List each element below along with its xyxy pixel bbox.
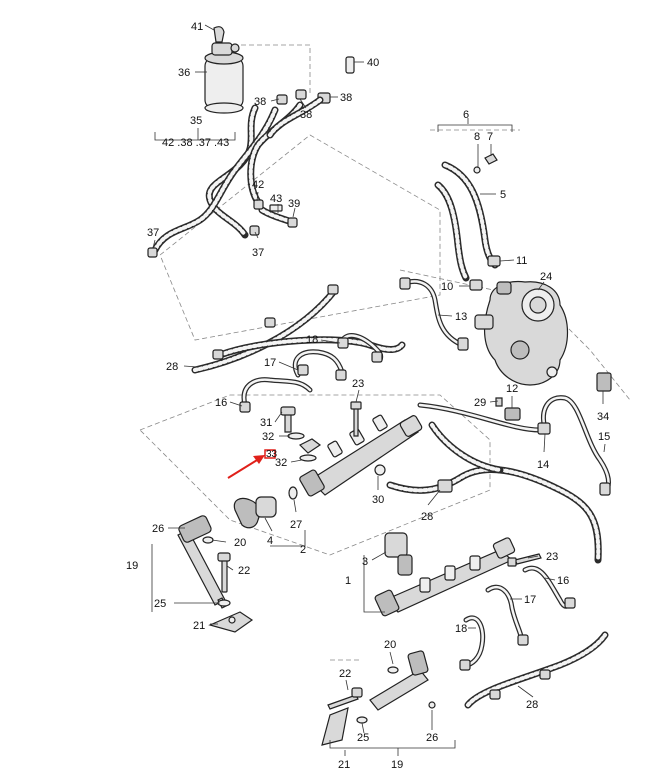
leak-off-hose-28 — [191, 284, 406, 374]
bolt-22-lower — [327, 687, 363, 710]
label-19-b: 19 — [391, 759, 403, 771]
label-43: 43 — [270, 193, 282, 205]
label-6: 6 — [463, 109, 469, 121]
label-28-c: 28 — [526, 699, 538, 711]
claw-21-upper — [208, 611, 254, 633]
label-38-a: 38 — [254, 96, 266, 108]
label-5: 5 — [500, 189, 506, 201]
label-4: 4 — [267, 535, 273, 547]
label-22-b: 22 — [339, 668, 351, 680]
label-26-b: 26 — [426, 732, 438, 744]
clip-40 — [345, 56, 355, 74]
label-28-a: 28 — [166, 361, 178, 373]
label-34: 34 — [597, 411, 609, 423]
seals-32 — [287, 432, 317, 462]
pipe-14-15 — [417, 395, 611, 496]
connector-10 — [469, 279, 483, 291]
label-20-b: 20 — [384, 639, 396, 651]
label-32-b: 32 — [275, 457, 287, 469]
injector-lower — [369, 650, 436, 711]
label-3: 3 — [362, 556, 368, 568]
label-31: 31 — [260, 417, 272, 429]
label-42: 42 — [252, 179, 264, 191]
label-8: 8 — [474, 131, 480, 143]
label-14: 14 — [537, 459, 549, 471]
label-35: 35 — [190, 115, 202, 127]
label-23-b: 23 — [546, 551, 558, 563]
hp-pipes-lower — [459, 565, 576, 671]
part-33-highlighted — [227, 438, 322, 479]
fuel-rail-lower — [374, 537, 516, 617]
label-7: 7 — [487, 131, 493, 143]
leak-off-hose-28-lower — [386, 421, 602, 564]
sensor-3 — [384, 532, 413, 576]
hp-pipes-upper — [239, 333, 384, 413]
fuel-filter — [204, 42, 244, 114]
fuel-rail-2 — [299, 414, 423, 497]
fuel-hoses-35 — [151, 96, 324, 254]
claw-21-lower — [321, 707, 349, 746]
label-24: 24 — [540, 271, 552, 283]
label-27: 27 — [290, 519, 302, 531]
label-40: 40 — [367, 57, 379, 69]
label-22-a: 22 — [238, 565, 250, 577]
label-16-a: 16 — [215, 397, 227, 409]
label-18-a: 18 — [306, 334, 318, 346]
label-30: 30 — [372, 494, 384, 506]
label-38-b: 38 — [340, 92, 352, 104]
label-41: 41 — [191, 21, 203, 33]
leak-off-hose-28-bottom — [464, 631, 609, 709]
label-21-b: 21 — [338, 759, 350, 771]
label-39: 39 — [288, 198, 300, 210]
label-25-b: 25 — [357, 732, 369, 744]
label-36: 36 — [178, 67, 190, 79]
label-group-35: 42 .38 .37 .43 — [162, 137, 229, 149]
bolt-22-upper — [217, 552, 231, 593]
leader-lines — [151, 24, 606, 756]
high-pressure-pump — [474, 280, 569, 386]
label-12: 12 — [506, 383, 518, 395]
label-13: 13 — [455, 311, 467, 323]
label-17-a: 17 — [264, 357, 276, 369]
label-23-a: 23 — [352, 378, 364, 390]
pressure-sensor-4 — [233, 486, 298, 529]
label-25-a: 25 — [154, 598, 166, 610]
bracket-12 — [495, 397, 521, 421]
sensor-34 — [596, 372, 612, 392]
label-21-a: 21 — [193, 620, 205, 632]
clamp-38-group — [276, 89, 331, 105]
bolt-23-lower — [507, 553, 542, 567]
label-2: 2 — [300, 544, 306, 556]
label-26-a: 26 — [152, 523, 164, 535]
label-11: 11 — [516, 255, 527, 267]
label-19-a: 19 — [126, 560, 138, 572]
bolts-23-31 — [280, 401, 362, 437]
label-37-a: 37 — [147, 227, 159, 239]
label-32-a: 32 — [262, 431, 274, 443]
label-15: 15 — [598, 431, 610, 443]
label-37-b: 37 — [252, 247, 264, 259]
label-10: 10 — [441, 281, 453, 293]
label-20-a: 20 — [234, 537, 246, 549]
label-38-c: 38 — [300, 109, 312, 121]
label-29: 29 — [474, 397, 486, 409]
clamps-small — [147, 199, 298, 258]
return-hose-5 — [434, 153, 501, 282]
label-18-b: 18 — [455, 623, 467, 635]
connector-41 — [213, 26, 225, 43]
fuel-pipe-13 — [399, 277, 469, 351]
part-labels: 41 36 40 38 38 38 35 42 .38 .37 .43 42 4… — [126, 21, 610, 771]
label-28-b: 28 — [421, 511, 433, 523]
label-1: 1 — [345, 575, 351, 587]
label-16-b: 16 — [557, 575, 569, 587]
label-33: 33 — [266, 449, 278, 460]
label-17-b: 17 — [524, 594, 536, 606]
washer-25-lower — [356, 716, 368, 724]
